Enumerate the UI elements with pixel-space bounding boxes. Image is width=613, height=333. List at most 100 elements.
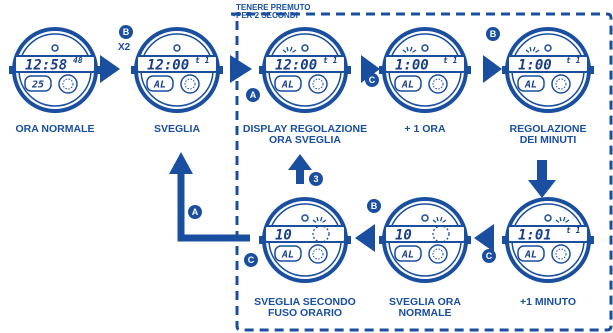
lcd-window (507, 55, 589, 73)
lcd-superscript: t 1 (195, 56, 209, 65)
subdial-icon (180, 74, 200, 94)
sub-window (517, 245, 545, 262)
svg-text:B: B (123, 27, 130, 37)
blink-ring-icon (432, 225, 450, 243)
indicator-icon (301, 44, 309, 52)
watch-ora-normale: 12:58 48 25 (9, 27, 101, 113)
lcd-main-digits: 12:58 (25, 58, 67, 74)
arrow-left-2 (355, 224, 375, 252)
lcd-window (264, 225, 346, 243)
sub-window (394, 75, 422, 92)
blink-rays-icon (525, 46, 540, 53)
badge-c-2: C (482, 249, 496, 263)
lcd-superscript: t 1 (566, 56, 580, 65)
pusher-right (589, 236, 594, 244)
blink-rays-icon (312, 216, 327, 223)
subdial-icon (551, 74, 571, 94)
lcd-window (384, 225, 466, 243)
lcd-main-digits: 12:00 (147, 58, 189, 74)
arrow-down-shaft (537, 160, 547, 182)
arrow-right-4 (483, 55, 502, 83)
pusher-left (131, 66, 136, 74)
badge-b-1: B (119, 25, 133, 39)
lcd-superscript: t 1 (566, 226, 580, 235)
step-label-sveglia: SVEGLIA (154, 123, 201, 135)
blink-rays-icon (282, 46, 297, 53)
sub-window-text: 25 (31, 80, 44, 91)
hold-section-frame (230, 12, 613, 332)
pusher-right (466, 236, 471, 244)
subdial-icon (58, 74, 78, 94)
lcd-superscript: t 1 (323, 56, 337, 65)
svg-text:B: B (371, 201, 378, 211)
indicator-icon (51, 44, 59, 52)
pusher-right (589, 66, 594, 74)
lcd-window (136, 55, 218, 73)
watch-sveglia: 12:00 t 1 AL (131, 27, 223, 113)
svg-text:C: C (369, 75, 376, 85)
badge-c-1: C (365, 73, 379, 87)
lcd-superscript: 48 (73, 56, 83, 65)
pusher-left (379, 236, 384, 244)
subdial-icon (308, 244, 328, 264)
x2-multiplier: X2 (118, 42, 131, 53)
arrow-up-mid-head (288, 154, 312, 170)
step-label-ora-normale: ORA NORMALE (16, 123, 95, 135)
blink-rays-icon (432, 216, 447, 223)
svg-text:C: C (248, 255, 255, 265)
lcd-main-digits: 1:00 (395, 58, 429, 74)
subdial-icon (308, 74, 328, 94)
pusher-left (502, 236, 507, 244)
pusher-left (9, 66, 14, 74)
lcd-superscript: t 1 (443, 56, 457, 65)
lcd-main-digits: 1:01 (518, 228, 552, 244)
indicator-icon (173, 44, 181, 52)
subdial-icon (551, 244, 571, 264)
arrow-right-3 (361, 55, 380, 83)
sub-window (146, 75, 174, 92)
badge-a-1: A (246, 88, 260, 102)
pusher-right (96, 66, 101, 74)
pusher-left (502, 66, 507, 74)
arrow-down-head (528, 180, 556, 198)
subdial-icon (428, 74, 448, 94)
blink-ring-icon (312, 225, 330, 243)
indicator-icon (301, 214, 309, 222)
badge-c-3: C (244, 253, 258, 267)
svg-text:A: A (250, 90, 257, 100)
step-label-piu-1-minuto: +1 MINUTO (520, 296, 576, 308)
arrow-right-2 (230, 55, 252, 83)
lcd-window (507, 225, 589, 243)
svg-text:B: B (490, 29, 497, 39)
pusher-right (346, 66, 351, 74)
sub-window-text: AL (401, 80, 414, 91)
indicator-icon (421, 44, 429, 52)
lcd-window (264, 55, 346, 73)
pusher-left (259, 66, 264, 74)
svg-text:3: 3 (313, 174, 318, 184)
blink-rays-icon (402, 46, 417, 53)
lcd-window (14, 55, 96, 73)
badge-b-2: B (486, 27, 500, 41)
pusher-left (379, 66, 384, 74)
sub-window-text: AL (401, 250, 414, 261)
sub-window (24, 75, 52, 92)
lcd-main-digits: 10 (275, 228, 292, 244)
sub-window-text: AL (153, 80, 166, 91)
return-arrow-head (169, 152, 193, 174)
arrow-right-1 (100, 55, 120, 83)
lcd-window (384, 55, 466, 73)
pusher-right (218, 66, 223, 74)
arrow-left-1 (474, 224, 494, 252)
